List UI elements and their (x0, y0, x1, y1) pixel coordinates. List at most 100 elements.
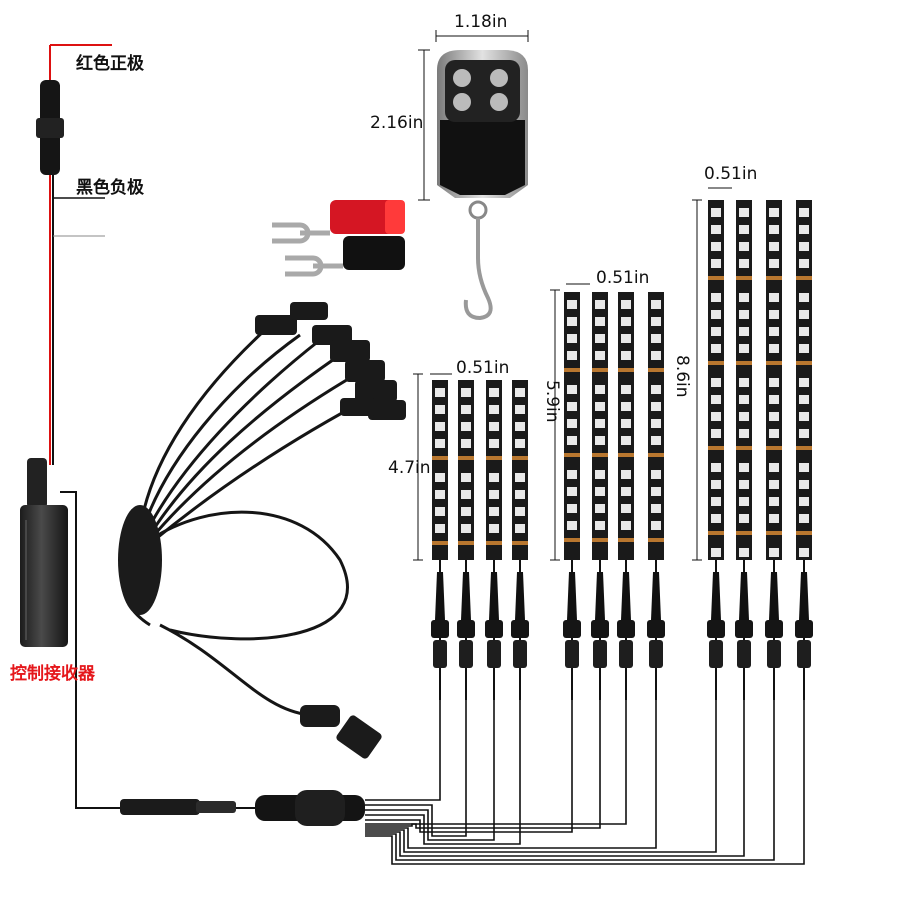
led-chip (769, 242, 779, 251)
led-chip (739, 293, 749, 302)
led-chip (595, 334, 605, 343)
led-chip (489, 473, 499, 482)
led-chip (621, 470, 631, 479)
power-lead (36, 44, 112, 465)
led-strip (617, 292, 635, 700)
led-chip (799, 327, 809, 336)
led-chip (567, 419, 577, 428)
led-chip (489, 388, 499, 397)
remote-control (437, 50, 528, 321)
led-chip (769, 378, 779, 387)
led-chip (651, 402, 661, 411)
led-chip (567, 334, 577, 343)
led-chip (799, 480, 809, 489)
led-chip (769, 293, 779, 302)
led-chip (515, 507, 525, 516)
led-chip (651, 334, 661, 343)
led-chip (461, 439, 471, 448)
led-chip (711, 259, 721, 268)
led-chip (769, 208, 779, 217)
led-chip (799, 497, 809, 506)
led-chip (515, 422, 525, 431)
led-chip (489, 405, 499, 414)
led-chip (739, 242, 749, 251)
led-chip (739, 412, 749, 421)
led-chip (799, 548, 809, 557)
led-chip (489, 439, 499, 448)
led-chip (595, 504, 605, 513)
led-chip (769, 480, 779, 489)
led-chip (595, 419, 605, 428)
led-chip (769, 514, 779, 523)
led-chip (651, 487, 661, 496)
led-chip (621, 300, 631, 309)
led-chip (651, 436, 661, 445)
remote-width-label: 1.18in (454, 12, 508, 32)
led-chip (435, 524, 445, 533)
led-chip (739, 514, 749, 523)
led-chip (567, 487, 577, 496)
led-chip (799, 344, 809, 353)
led-chip (739, 208, 749, 217)
led-chip (739, 429, 749, 438)
inline-connector (120, 790, 365, 826)
led-chip (769, 497, 779, 506)
led-chip (711, 480, 721, 489)
strip-width-mid-label: 0.51in (596, 268, 650, 288)
led-chip (769, 395, 779, 404)
led-chip (739, 225, 749, 234)
led-chip (515, 439, 525, 448)
led-chip (711, 463, 721, 472)
led-chip (711, 378, 721, 387)
led-chip (461, 405, 471, 414)
splitter-harness (121, 328, 376, 717)
led-chip (711, 395, 721, 404)
led-chip (769, 310, 779, 319)
led-chip (621, 317, 631, 326)
led-chip (739, 480, 749, 489)
led-chip (595, 317, 605, 326)
led-chip (799, 412, 809, 421)
led-chip (769, 429, 779, 438)
remote-height-label: 2.16in (370, 113, 424, 133)
led-chip (621, 436, 631, 445)
led-chip (799, 514, 809, 523)
led-chip (799, 463, 809, 472)
led-chip (651, 504, 661, 513)
led-chip (489, 524, 499, 533)
led-chip (769, 344, 779, 353)
led-chip (651, 351, 661, 360)
led-strip (647, 292, 665, 700)
led-chip (651, 317, 661, 326)
led-chip (651, 419, 661, 428)
led-chip (621, 385, 631, 394)
led-chip (435, 405, 445, 414)
led-chip (711, 514, 721, 523)
receiver-label: 控制接收器 (10, 664, 95, 684)
led-chip (435, 439, 445, 448)
led-strip (457, 380, 475, 700)
led-chip (595, 436, 605, 445)
led-chip (711, 429, 721, 438)
led-chip (799, 293, 809, 302)
led-chip (799, 242, 809, 251)
led-chip (515, 388, 525, 397)
led-chip (595, 385, 605, 394)
led-chip (621, 402, 631, 411)
led-chip (769, 259, 779, 268)
strip-width-short-label: 0.51in (456, 358, 510, 378)
led-chip (461, 490, 471, 499)
remote-dimensions (418, 30, 529, 201)
led-chip (799, 429, 809, 438)
led-chip (651, 385, 661, 394)
splitter-connectors (255, 302, 406, 420)
led-chip (711, 344, 721, 353)
led-chip (489, 490, 499, 499)
led-chip (489, 422, 499, 431)
led-chip (739, 310, 749, 319)
led-chip (739, 327, 749, 336)
led-strip (735, 200, 753, 700)
led-chip (711, 293, 721, 302)
